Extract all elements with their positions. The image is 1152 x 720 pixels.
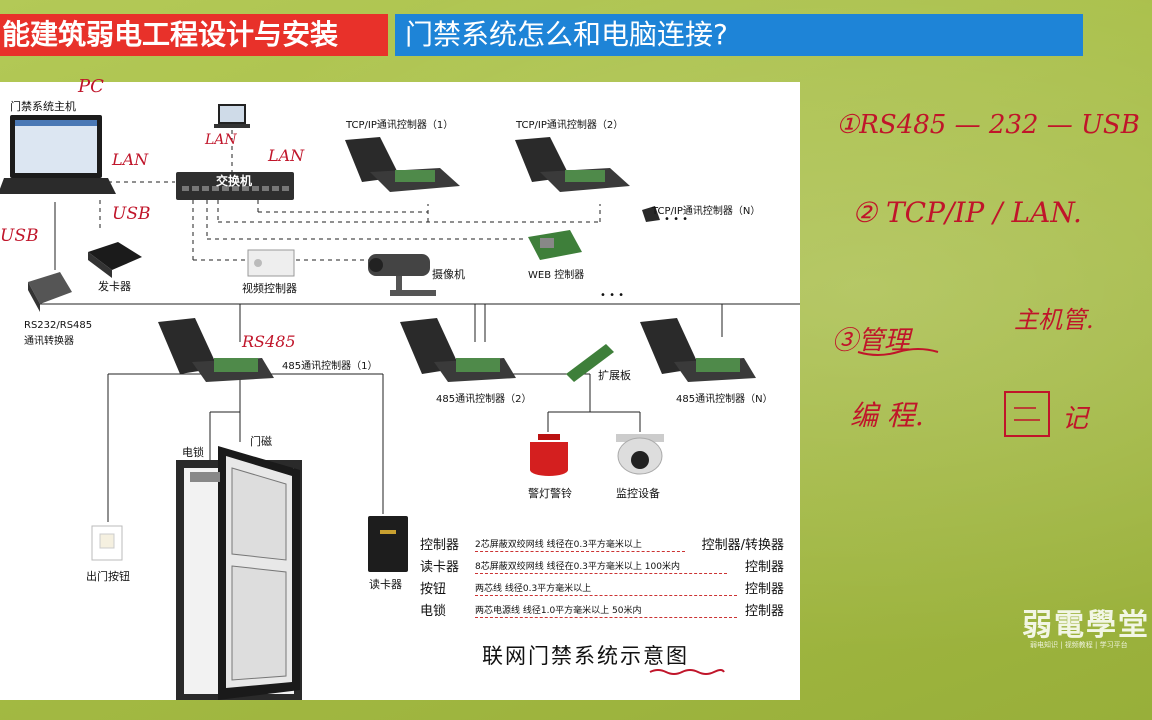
switch-label: 交换机 <box>216 174 253 188</box>
tcp2-label: TCP/IP通讯控制器（2） <box>516 120 624 131</box>
legend-desc-4: 两芯电源线 线径1.0平方毫米以上 50米内 <box>475 603 737 618</box>
rs485-controller-2 <box>400 318 516 382</box>
connection-lines <box>40 130 800 522</box>
annotation-pc: PC <box>78 76 104 97</box>
legend-to-1: 控制器/转换器 <box>701 538 784 553</box>
tcpN-label: TCP/IP通讯控制器（N） <box>652 206 761 217</box>
card-issuer-label: 发卡器 <box>98 280 131 293</box>
legend-from-2: 读卡器 <box>420 560 460 575</box>
web-controller-label: WEB 控制器 <box>528 270 585 281</box>
annotation-lan-1: LAN <box>112 150 149 169</box>
legend-to-4: 控制器 <box>744 604 784 619</box>
host-laptop <box>0 115 116 194</box>
course-title: 能建筑弱电工程设计与安装 <box>0 14 388 56</box>
note-1: ①RS485 — 232 — USB <box>836 110 1140 140</box>
annotation-usb-2: USB <box>0 226 39 246</box>
lock-label: 电锁 <box>182 446 204 459</box>
alarm-label: 警灯警铃 <box>528 487 572 500</box>
diagram-caption: 联网门禁系统示意图 <box>482 644 689 668</box>
watermark-subtitle: 弱电知识 | 视频教程 | 学习平台 <box>1030 641 1128 649</box>
card-reader-device <box>368 516 408 572</box>
legend-to-3: 控制器 <box>744 582 784 597</box>
tcp1-label: TCP/IP通讯控制器（1） <box>346 120 454 131</box>
legend-desc-2: 8芯屏蔽双绞网线 线径在0.3平方毫米以上 100米内 <box>475 559 727 574</box>
host-label: 门禁系统主机 <box>10 100 76 113</box>
tcp-controller-2 <box>515 137 630 192</box>
annotation-lan-2: LAN <box>205 132 237 148</box>
video-controller-device <box>247 249 295 277</box>
rs485-1-label: 485通讯控制器（1） <box>282 361 378 372</box>
alarm-device <box>530 434 568 476</box>
legend-from-1: 控制器 <box>420 538 460 553</box>
rs485-N-label: 485通讯控制器（N） <box>676 394 773 405</box>
tcp-ellipsis: • • • <box>664 214 689 225</box>
expansion-label: 扩展板 <box>598 369 631 382</box>
exit-button-label: 出门按钮 <box>86 570 130 583</box>
rs485-2-label: 485通讯控制器（2） <box>436 394 532 405</box>
legend-from-4: 电锁 <box>420 604 447 619</box>
small-laptop <box>214 104 250 128</box>
legend-desc-1: 2芯屏蔽双绞网线 线径在0.3平方毫米以上 <box>475 537 685 552</box>
expansion-board-device <box>566 344 614 382</box>
bus-ellipsis: • • • <box>600 290 625 301</box>
tcp-controller-1 <box>345 137 460 192</box>
note-4: 主机管. <box>1014 306 1094 334</box>
rs485-controller-1 <box>158 318 274 382</box>
camera-device <box>368 254 436 296</box>
converter-device <box>28 272 72 312</box>
converter-label-1: RS232/RS485 <box>24 320 93 331</box>
legend-to-2: 控制器 <box>744 560 784 575</box>
diagram-panel: 门禁系统主机 交换机 TCP/IP通讯控制器（1） TCP/IP通讯控制器（2）… <box>0 82 800 700</box>
slide-title: 门禁系统怎么和电脑连接? <box>395 14 1083 56</box>
video-controller-label: 视频控制器 <box>242 282 297 295</box>
note-2: ② TCP/IP / LAN. <box>852 196 1082 229</box>
dome-camera-device <box>616 434 664 475</box>
card-issuer-device <box>88 242 142 278</box>
door-illustration <box>176 446 302 700</box>
note-3: ③管理 <box>832 326 911 356</box>
exit-button-device <box>91 525 123 561</box>
tcp-controller-n <box>642 206 660 222</box>
annotation-lan-3: LAN <box>268 146 305 165</box>
web-controller-device <box>528 230 582 260</box>
watermark-logo: 弱電學堂 <box>1022 608 1150 643</box>
legend-desc-3: 两芯线 线径0.3平方毫米以上 <box>475 581 737 596</box>
converter-label-2: 通讯转换器 <box>24 336 74 347</box>
door-sensor-label: 门磁 <box>250 435 272 448</box>
card-reader-label: 读卡器 <box>369 578 402 591</box>
legend-from-3: 按钮 <box>420 582 447 597</box>
diagram-graphics <box>0 104 800 700</box>
note-6: 记 <box>1062 404 1089 434</box>
network-switch <box>176 172 294 200</box>
camera-label: 摄像机 <box>432 268 465 281</box>
rs485-controller-n <box>640 318 756 382</box>
annotation-usb-1: USB <box>112 204 151 224</box>
monitor-label: 监控设备 <box>616 487 660 500</box>
annotation-rs485: RS485 <box>242 332 296 351</box>
note-5: 编 程. <box>850 399 924 432</box>
